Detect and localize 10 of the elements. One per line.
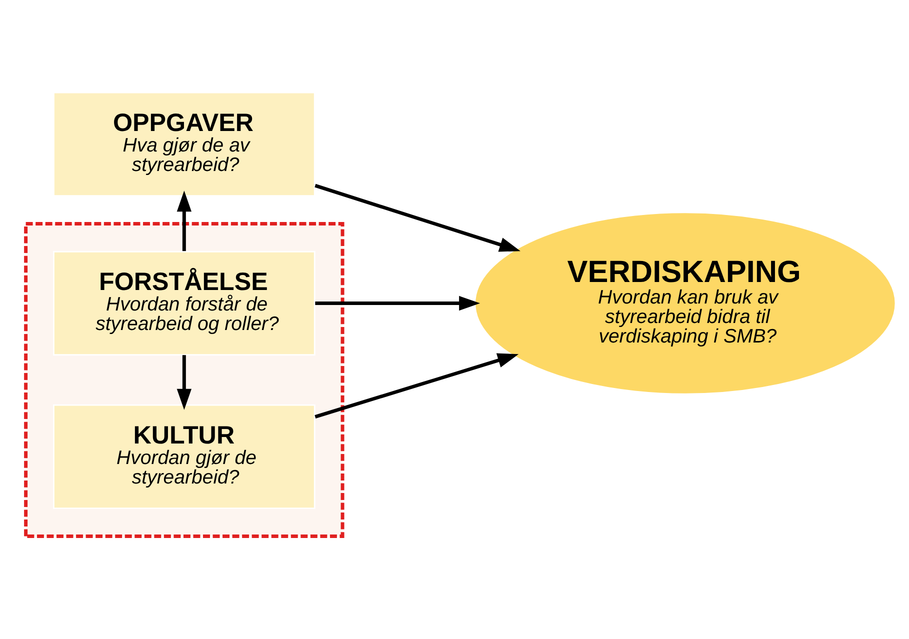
cluster xyxy=(24,221,344,538)
node-box: FORSTÅELSE Hvordan forstår de styrearbeid og roller? xyxy=(52,250,315,356)
arrow xyxy=(314,183,520,252)
node-ellipse: VERDISKAPING Hvordan kan bruk av styrearbeid bidra til verdiskaping i SMB? xyxy=(474,211,896,394)
arrow xyxy=(314,352,518,418)
arrow xyxy=(176,354,191,410)
node-box: OPPGAVER Hva gjør de av styrearbeid? xyxy=(52,91,315,196)
node-box: KULTUR Hvordan gjør de styrearbeid? xyxy=(52,404,315,509)
arrow xyxy=(176,190,191,251)
arrow xyxy=(314,295,480,310)
